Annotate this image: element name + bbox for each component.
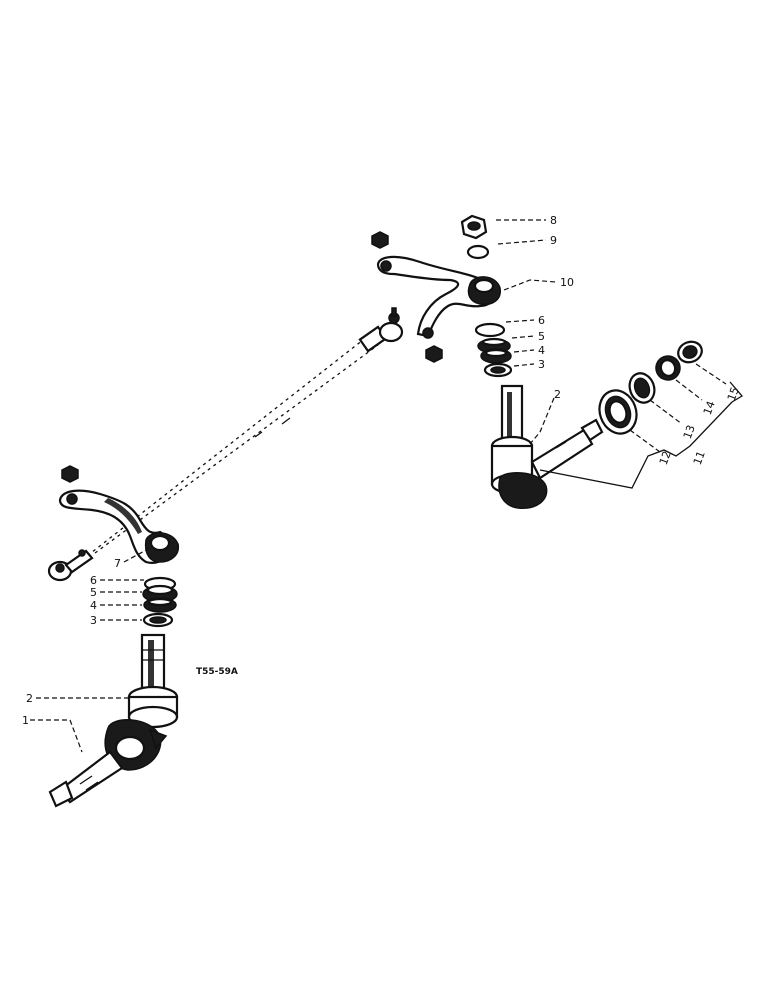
callout-6-left: 6 (90, 574, 97, 587)
thrust-stack-right (474, 322, 513, 378)
callout-14: 14 (701, 399, 718, 417)
thrust-stack-left (142, 576, 178, 628)
callout-7: 7 (114, 557, 121, 570)
figure-reference: T55-59A (196, 667, 238, 677)
nut-left-icon (61, 465, 79, 483)
callout-11: 11 (691, 449, 708, 467)
callout-9: 9 (550, 234, 557, 247)
tie-rod (47, 307, 404, 582)
bearing-cup-15 (677, 340, 703, 364)
callout-2-left: 2 (26, 692, 33, 705)
callout-8: 8 (550, 214, 557, 227)
callout-5-right: 5 (538, 330, 545, 343)
callout-6-right: 6 (538, 314, 545, 327)
nut-right-top-icon (371, 231, 389, 249)
steering-arm-right (376, 255, 501, 339)
stub-axle-right (490, 384, 604, 509)
tie-rod-end-right (358, 307, 404, 353)
washer-9 (466, 244, 490, 260)
callout-15: 15 (725, 385, 742, 403)
callout-3-right: 3 (538, 358, 545, 371)
bearing-cone-13 (628, 372, 656, 404)
callout-1: 1 (22, 714, 29, 727)
nut-right-bottom-icon (425, 345, 443, 363)
callout-3-left: 3 (90, 614, 97, 627)
callout-13: 13 (681, 423, 698, 441)
callout-4-left: 4 (90, 599, 97, 612)
callout-4-right: 4 (538, 344, 545, 357)
callout-5-left: 5 (90, 586, 97, 599)
callout-10: 10 (560, 276, 574, 289)
bearing-cup-12 (598, 389, 638, 435)
tie-rod-end-left (47, 549, 94, 582)
steering-arm-left (58, 489, 180, 564)
callout-2-right: 2 (554, 388, 561, 401)
bearing-cone-14 (655, 355, 681, 381)
nut-8 (460, 214, 488, 240)
stub-axle-left (48, 633, 179, 808)
callout-12: 12 (657, 449, 674, 467)
